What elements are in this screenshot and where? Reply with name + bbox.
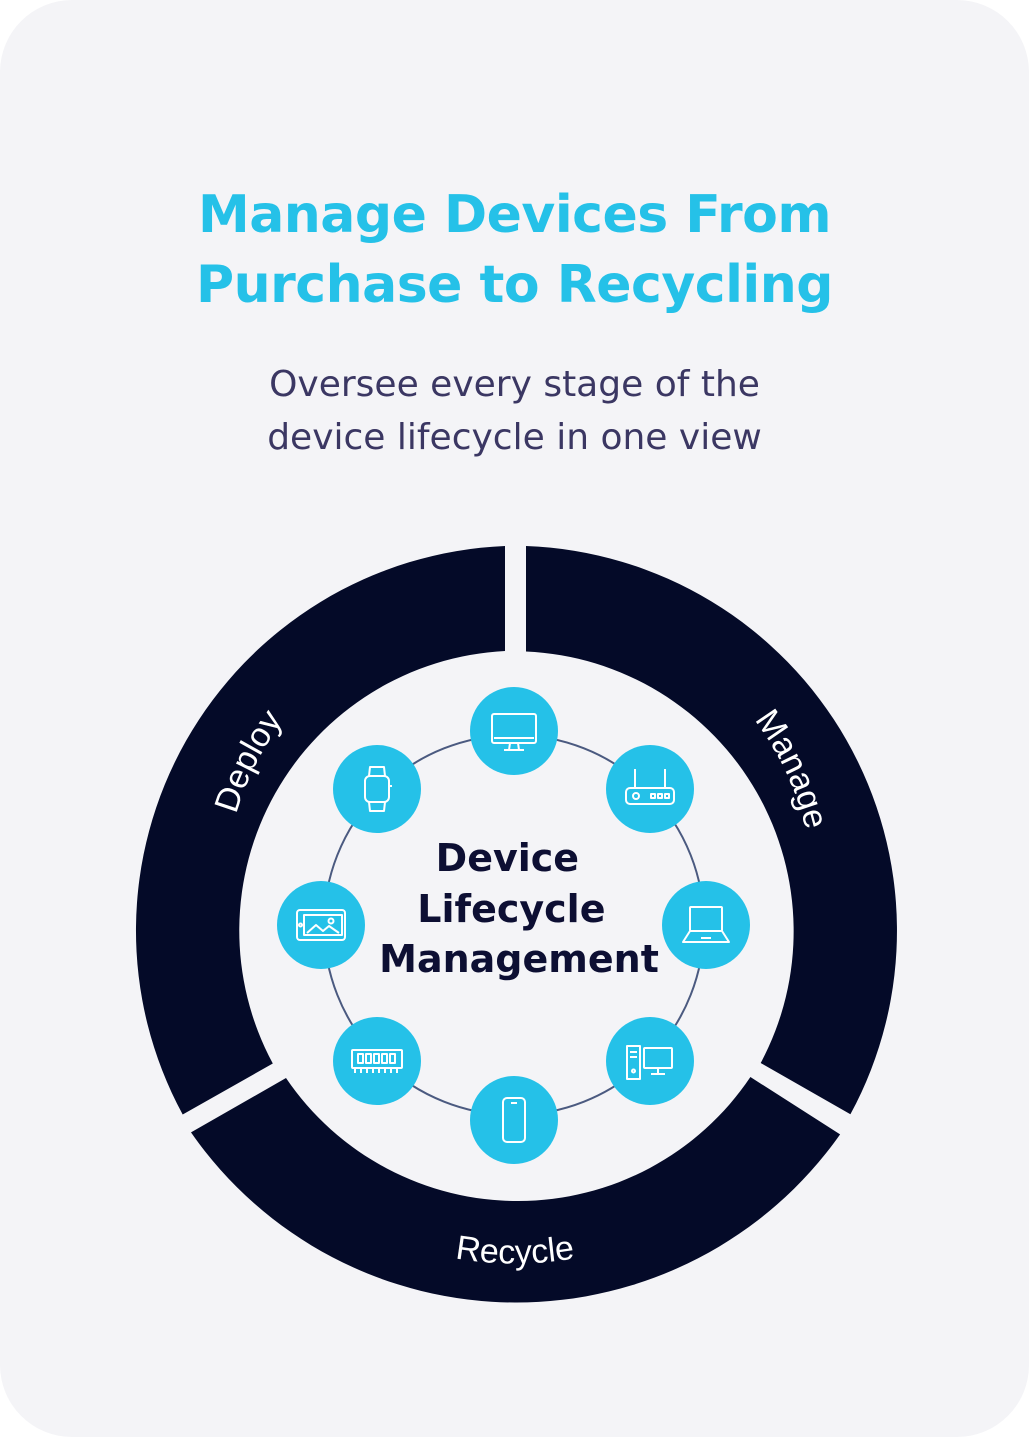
center-label-line-2: Lifecycle [417, 887, 605, 931]
device-node-phone [470, 1076, 558, 1164]
stage-label-recycle: Recycle [454, 1229, 577, 1272]
deploy-segment [135, 546, 505, 1115]
title-line-2: Purchase to Recycling [196, 255, 833, 315]
center-label-line-1: Device [436, 836, 579, 880]
manage-segment [526, 546, 897, 1115]
monitor-icon [491, 713, 537, 751]
memory-module-icon [351, 1049, 403, 1073]
device-node-tablet [277, 881, 365, 969]
title-line-1: Manage Devices From [197, 185, 832, 245]
device-node-monitor [470, 687, 558, 775]
subtitle-line-1: Oversee every stage of the [269, 364, 760, 405]
device-node-laptop [662, 881, 750, 969]
desktop-tower-icon [626, 1045, 673, 1080]
smartphone-icon [502, 1097, 526, 1143]
tablet-icon [296, 909, 346, 941]
center-label: Device Lifecycle Management [379, 836, 659, 981]
page-title: Manage Devices From Purchase to Recyclin… [0, 180, 1029, 320]
recycle-segment [191, 1077, 841, 1303]
ring-segments [135, 546, 897, 1303]
subtitle-line-2: device lifecycle in one view [267, 417, 762, 458]
device-node-memory [333, 1017, 421, 1105]
device-node-watch [333, 745, 421, 833]
device-node-desktop [606, 1017, 694, 1105]
router-icon [625, 769, 675, 805]
smartwatch-icon [364, 766, 392, 812]
device-node-router [606, 745, 694, 833]
page-subtitle: Oversee every stage of the device lifecy… [0, 358, 1029, 464]
center-label-line-3: Management [379, 937, 659, 981]
laptop-icon [682, 906, 730, 943]
